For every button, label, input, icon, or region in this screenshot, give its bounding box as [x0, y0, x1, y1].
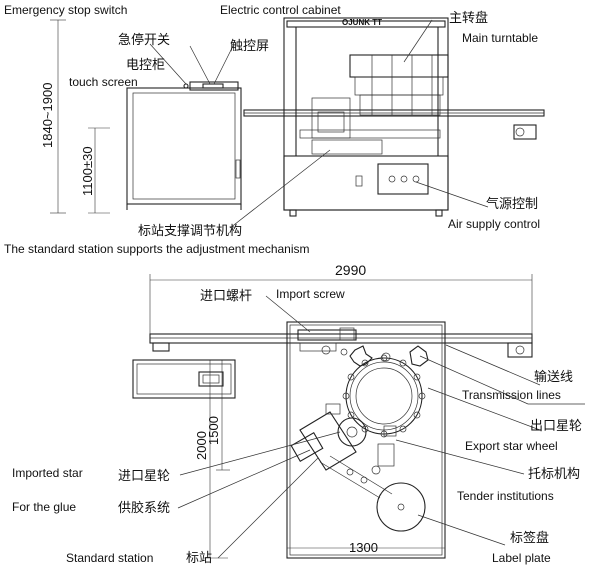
frame-depth-label: 1500: [206, 416, 221, 445]
emergency-stop-label-cn: 急停开关: [118, 32, 170, 48]
air-supply-label-cn: 气源控制: [486, 196, 538, 212]
labeling-station: [290, 403, 397, 499]
top-conveyor: [149, 333, 533, 358]
control-cabinet-label-cn: 电控柜: [126, 58, 165, 73]
main-turntable-label-en: Main turntable: [462, 31, 538, 45]
height-dimension: [50, 19, 110, 214]
glue-label-en: For the glue: [12, 500, 76, 514]
total-length-dimension: [149, 274, 533, 340]
export-star-label-cn: 出口星轮: [530, 419, 582, 434]
table-height-label: 1100±30: [80, 146, 95, 196]
brand-text: OJUNK TT: [342, 18, 382, 27]
control-cabinet-label-en: Electric control cabinet: [220, 3, 341, 17]
export-star-label-en: Export star wheel: [465, 439, 558, 453]
main-frame: [283, 17, 449, 217]
import-screw-label-cn: 进口螺杆: [200, 289, 252, 304]
total-length-label: 2990: [335, 262, 366, 278]
label-plate: [376, 482, 426, 532]
star-wheels: [349, 345, 429, 367]
glue-label-cn: 供胶系统: [118, 500, 170, 516]
label-plate-label-en: Label plate: [492, 551, 551, 565]
transmission-label-cn: 输送线: [534, 369, 573, 385]
transmission-label-en: Transmission lines: [462, 388, 561, 402]
control-cabinet: [126, 81, 242, 210]
top-leaders: [177, 295, 585, 559]
label-plate-label-cn: 标签盘: [510, 530, 549, 546]
standard-station-label-en: Standard station: [66, 551, 153, 565]
depth-label: 2000: [194, 431, 209, 460]
front-conveyor: [243, 109, 545, 140]
cabinet-top-view: [132, 359, 236, 399]
width-dimension: [286, 540, 446, 556]
frame-width-label: 1300: [349, 540, 378, 555]
top-frame: [286, 321, 446, 559]
touch-screen-label-cn: 触控屏: [230, 39, 269, 54]
station-support-label-en: The standard station supports the adjust…: [4, 242, 310, 256]
imported-star-label-cn: 进口星轮: [118, 469, 170, 484]
import-screw: [297, 327, 357, 356]
touch-screen-label-en: touch screen: [69, 75, 138, 89]
station-support-label-cn: 标站支撑调节机构: [138, 224, 242, 239]
standard-station-label-cn: 标站: [186, 551, 212, 566]
emergency-stop-label-en: Emergency stop switch: [4, 3, 127, 17]
front-view: 1840~1900 1100±30: [40, 17, 545, 229]
main-turntable-label-cn: 主转盘: [449, 10, 488, 26]
top-view: 2990 2000 1500 1300: [132, 262, 585, 559]
main-turntable-top: [342, 354, 426, 438]
tender-label-en: Tender institutions: [457, 489, 554, 503]
air-supply-label-en: Air supply control: [448, 217, 540, 231]
tender-label-cn: 托标机构: [528, 467, 580, 482]
imported-star-label-en: Imported star: [12, 466, 83, 480]
front-leaders: [149, 19, 489, 229]
import-screw-label-en: Import screw: [276, 287, 345, 301]
height-range-label: 1840~1900: [40, 83, 55, 148]
